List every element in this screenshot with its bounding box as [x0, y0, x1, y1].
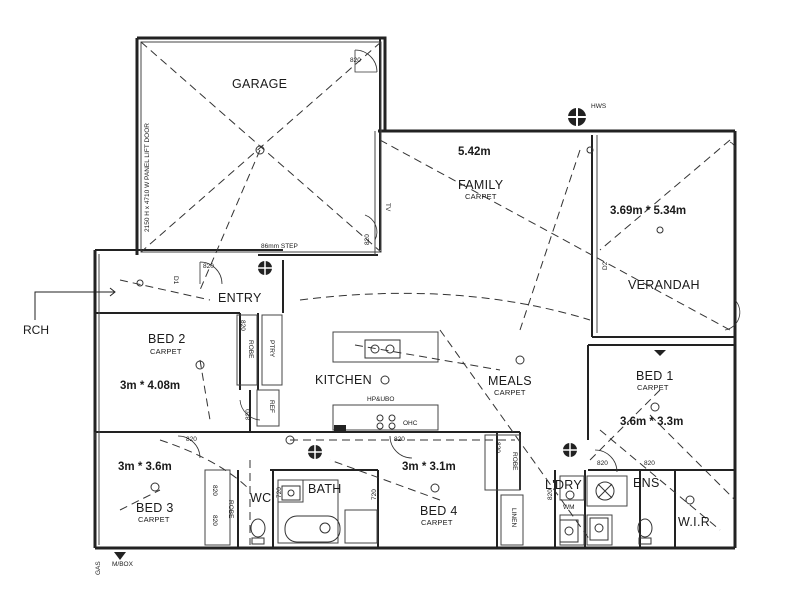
room-label-bath: BATH: [308, 482, 342, 496]
dimension-verandah: 3.69m * 5.34m: [610, 205, 687, 217]
door-width-bed2-side: 820: [245, 409, 252, 420]
room-label-bed2: BED 2: [148, 332, 186, 346]
step-note: 86mm STEP: [261, 243, 298, 250]
room-label-meals: MEALS: [488, 374, 532, 388]
fridge-label: REF: [268, 400, 275, 413]
door-width-wc: 720: [276, 487, 283, 498]
floor-label-meals: CARPET: [494, 388, 526, 397]
room-label-wir: W.I.R: [678, 515, 711, 529]
door-width-bath: 720: [371, 489, 378, 500]
door-width-bed2-robe: 820: [239, 320, 246, 331]
floor-label-bed3: CARPET: [138, 515, 170, 524]
dimension-bed3: 3m * 3.6m: [118, 461, 172, 473]
robe-label-bed4: ROBE: [511, 452, 518, 471]
gas-label: GAS: [95, 561, 102, 575]
floor-label-family: CARPET: [465, 192, 497, 201]
door-width-bed3-robe: 820: [211, 515, 218, 526]
door-width-bed4: 820: [394, 436, 405, 443]
rch-annotation: RCH: [23, 323, 49, 337]
rch-arrow: [34, 287, 116, 320]
door-width-ens: 820: [644, 460, 655, 467]
room-label-family: FAMILY: [458, 178, 504, 192]
dimension-bed1: 3.6m * 3.3m: [620, 416, 684, 428]
door-width-bed2: 820: [186, 436, 197, 443]
meter-box-label: M/BOX: [112, 561, 133, 568]
electrical-lines: [119, 41, 736, 545]
washing-machine-label: WM: [563, 504, 575, 511]
walls: [93, 36, 737, 550]
room-label-entry: ENTRY: [218, 291, 262, 305]
floor-label-bed1: CARPET: [637, 383, 669, 392]
room-label-garage: GARAGE: [232, 77, 288, 91]
door-width-garage-top: 820: [350, 57, 361, 64]
fixtures: [136, 145, 695, 545]
linen-label: LINEN: [510, 508, 517, 528]
hp-ubo-label: HP&UBO: [367, 396, 395, 403]
door-width-entry: 820: [203, 263, 214, 270]
room-label-bed3: BED 3: [136, 501, 174, 515]
room-label-kitchen: KITCHEN: [315, 373, 372, 387]
door-tag-d1: D1: [172, 276, 179, 285]
ohc-label: OHC: [403, 420, 418, 427]
room-label-bed4: BED 4: [420, 504, 458, 518]
door-width-ldry: 820: [547, 489, 554, 500]
pantry-label: PTRY: [268, 340, 275, 358]
dimension-bed4: 3m * 3.1m: [402, 461, 456, 473]
door-swings: [177, 49, 741, 473]
smoke-detector-icons: [114, 108, 666, 560]
dimension-family: 5.42m: [458, 146, 491, 158]
door-width-bed1: 820: [597, 460, 608, 467]
robe-label-bed3: ROBE: [227, 500, 234, 519]
room-label-ens: ENS: [633, 476, 660, 490]
door-width-bed4-robe: 820: [494, 442, 501, 453]
floor-label-bed4: CARPET: [421, 518, 453, 527]
inner-wall-lines: [94, 41, 628, 546]
room-label-verandah: VERANDAH: [628, 278, 700, 292]
dimension-bed2: 3m * 4.08m: [120, 380, 181, 392]
door-tag-d2: D2: [602, 261, 609, 270]
floor-label-bed2: CARPET: [150, 347, 182, 356]
robe-label-bed2: ROBE: [247, 340, 254, 359]
tv-label: TV: [384, 203, 391, 212]
garage-door-note: 2150 H x 4710 W PANEL LIFT DOOR: [144, 123, 151, 232]
room-label-ldry: L'DRY: [545, 478, 583, 492]
hws-label: HWS: [591, 103, 607, 110]
room-label-wc: WC: [250, 491, 272, 505]
door-width-garage-side: 820: [364, 234, 371, 245]
room-label-bed1: BED 1: [636, 369, 674, 383]
door-width-bed3: 820: [211, 485, 218, 496]
